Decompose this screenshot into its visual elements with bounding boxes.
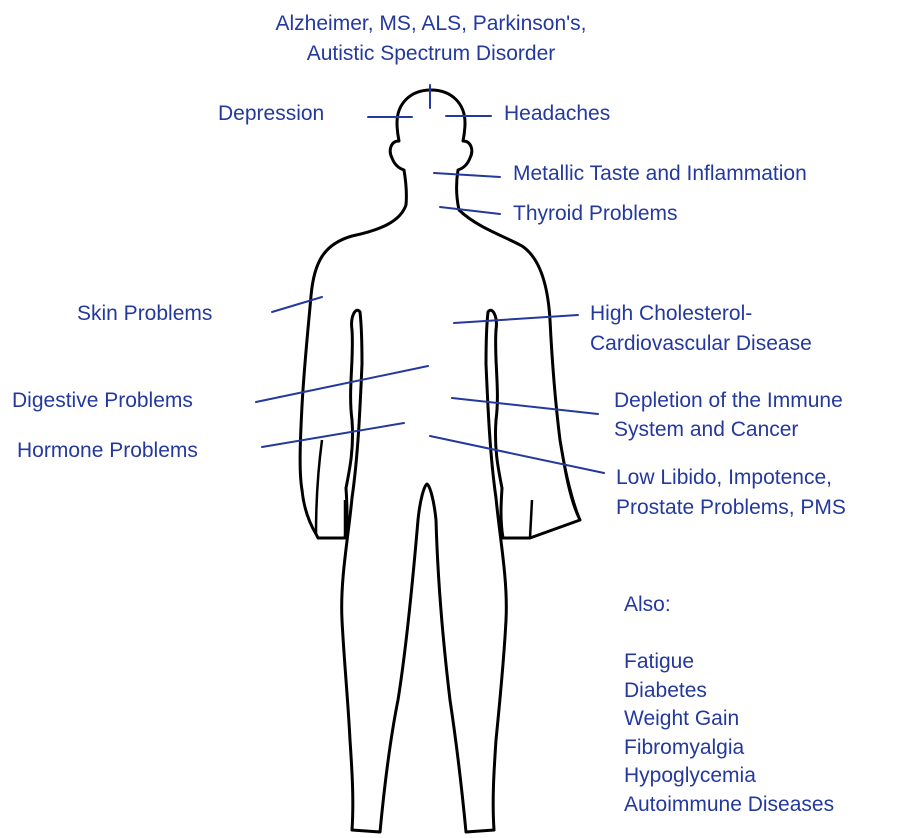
leader-thyroid <box>440 207 500 214</box>
label-immune-line2: System and Cancer <box>614 416 798 443</box>
label-libido-line2: Prostate Problems, PMS <box>616 494 846 521</box>
label-digestive: Digestive Problems <box>12 387 193 414</box>
left-hand-outline <box>316 440 345 538</box>
leader-digestive <box>256 366 428 402</box>
also-item-diabetes: Diabetes <box>624 677 834 706</box>
label-thyroid: Thyroid Problems <box>513 200 678 227</box>
label-immune-line1: Depletion of the Immune <box>614 387 843 414</box>
also-heading: Also: <box>624 591 671 618</box>
also-item-fibromyalgia: Fibromyalgia <box>624 734 834 763</box>
also-list: Fatigue Diabetes Weight Gain Fibromyalgi… <box>624 648 834 819</box>
label-cholesterol-line1: High Cholesterol- <box>590 300 752 327</box>
label-headaches: Headaches <box>504 100 610 127</box>
leader-immune <box>452 398 598 414</box>
label-hormone: Hormone Problems <box>17 437 198 464</box>
leader-metallic-taste <box>434 173 500 177</box>
leader-cholesterol <box>454 315 578 323</box>
also-item-fatigue: Fatigue <box>624 648 834 677</box>
label-depression: Depression <box>218 100 324 127</box>
label-skin: Skin Problems <box>77 300 212 327</box>
leader-skin <box>272 297 322 312</box>
leader-hormone <box>262 423 404 447</box>
also-item-weight-gain: Weight Gain <box>624 705 834 734</box>
also-item-autoimmune: Autoimmune Diseases <box>624 791 834 820</box>
label-libido-line1: Low Libido, Impotence, <box>616 464 832 491</box>
label-brain-line1: Alzheimer, MS, ALS, Parkinson's, <box>200 10 662 37</box>
leader-libido <box>430 436 604 473</box>
label-brain-line2: Autistic Spectrum Disorder <box>200 40 662 67</box>
also-item-hypoglycemia: Hypoglycemia <box>624 762 834 791</box>
leader-lines <box>256 85 604 473</box>
label-cholesterol-line2: Cardiovascular Disease <box>590 330 812 357</box>
label-metallic-taste: Metallic Taste and Inflammation <box>513 160 807 187</box>
